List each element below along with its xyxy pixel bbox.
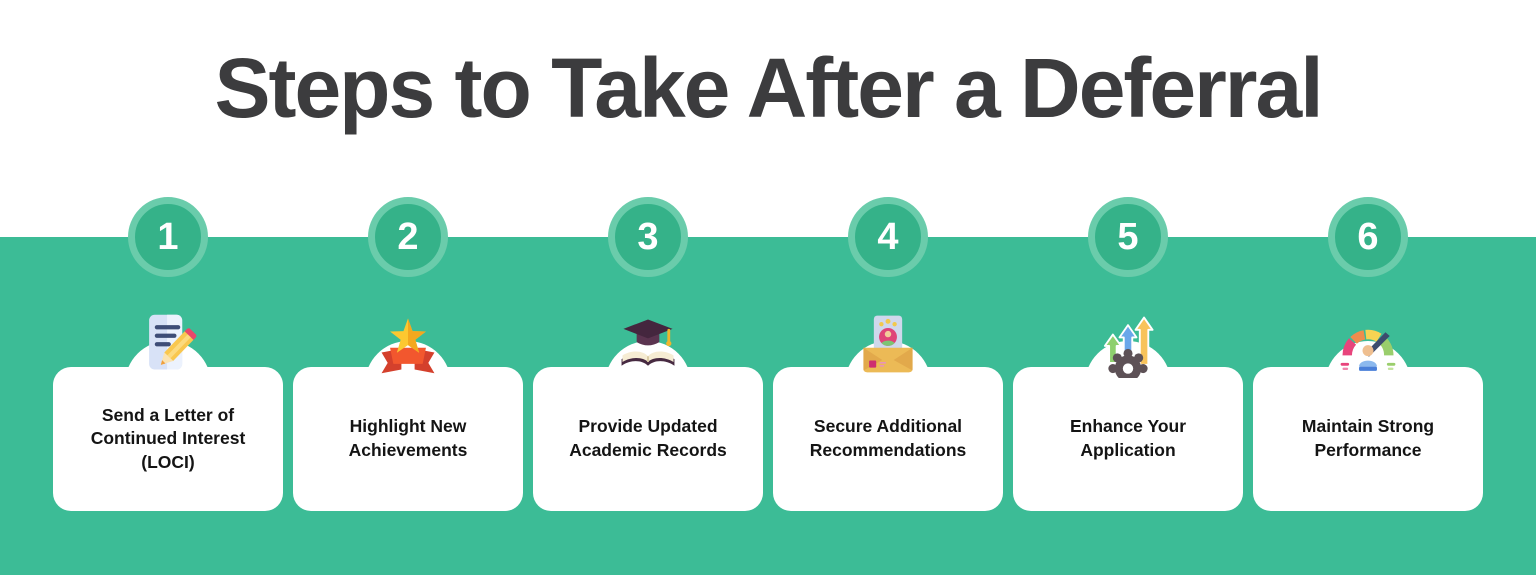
step-column-4: 4 Secure Additional Recommendations <box>773 0 1003 575</box>
step-number: 3 <box>637 216 659 258</box>
step-icon-slot <box>1334 310 1402 378</box>
step-card: Enhance Your Application <box>1013 367 1243 511</box>
step-number: 1 <box>157 216 179 258</box>
document-pencil-icon <box>149 314 197 370</box>
step-card: Secure Additional Recommendations <box>773 367 1003 511</box>
step-icon-slot <box>134 310 202 378</box>
arrows-gear-icon <box>1103 316 1154 378</box>
step-number: 2 <box>397 216 419 258</box>
step-label: Provide Updated Academic Records <box>569 416 727 460</box>
step-number-badge: 1 <box>128 197 208 277</box>
step-column-1: 1 Send a Letter of Continued Interest (L… <box>53 0 283 575</box>
step-number-badge: 4 <box>848 197 928 277</box>
step-column-6: 6 Maintain Strong Performance <box>1253 0 1483 575</box>
step-card: Provide Updated Academic Records <box>533 367 763 511</box>
step-card: Send a Letter of Continued Interest (LOC… <box>53 367 283 511</box>
step-label: Secure Additional Recommendations <box>809 416 967 460</box>
step-number: 4 <box>877 216 899 258</box>
envelope-profile-icon <box>863 315 913 373</box>
page-title: Steps to Take After a Deferral <box>214 41 1323 135</box>
step-icon-slot <box>374 310 442 378</box>
step-icon-slot <box>854 310 922 378</box>
step-card: Highlight New Achievements <box>293 367 523 511</box>
step-number-badge: 5 <box>1088 197 1168 277</box>
step-card: Maintain Strong Performance <box>1253 367 1483 511</box>
step-label: Send a Letter of Continued Interest (LOC… <box>90 404 246 472</box>
step-icon-slot <box>1094 310 1162 378</box>
step-label: Enhance Your Application <box>1069 416 1187 460</box>
gauge-person-icon <box>1340 329 1396 371</box>
step-column-2: 2 Highlight New Achievements <box>293 0 523 575</box>
step-number-badge: 2 <box>368 197 448 277</box>
star-ribbon-icon <box>381 318 435 374</box>
step-icon-slot <box>614 310 682 378</box>
step-label: Highlight New Achievements <box>348 416 468 460</box>
step-number-badge: 3 <box>608 197 688 277</box>
step-number: 6 <box>1357 216 1379 258</box>
graduation-cap-book-icon <box>621 319 675 366</box>
step-column-5: 5 Enhance Your Application <box>1013 0 1243 575</box>
step-number: 5 <box>1117 216 1139 258</box>
step-label: Maintain Strong Performance <box>1301 416 1435 460</box>
step-number-badge: 6 <box>1328 197 1408 277</box>
step-column-3: 3 Provide Updated Academic Records <box>533 0 763 575</box>
